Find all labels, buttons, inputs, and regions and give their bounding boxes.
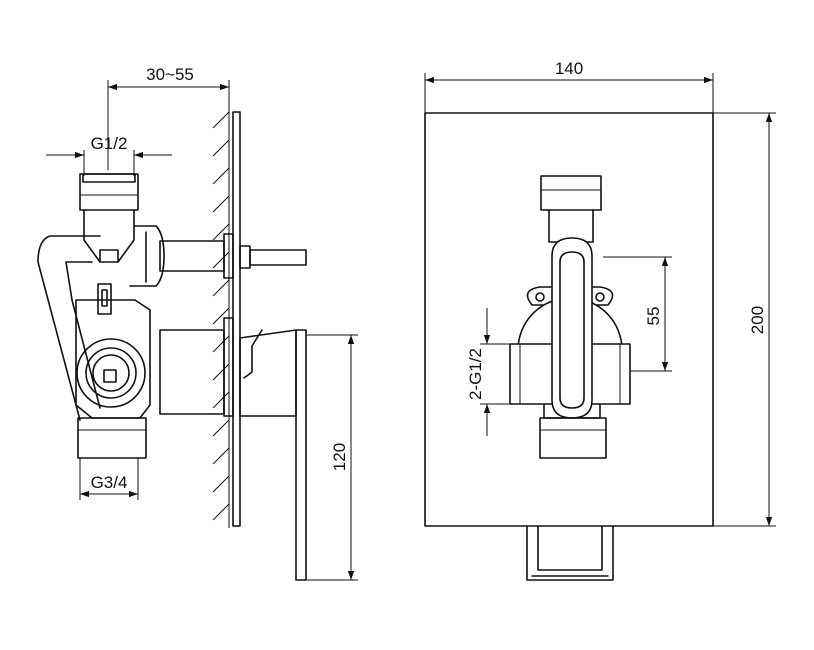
dim-port-thread: 2-G1/2 (466, 308, 512, 436)
dim-lever-length: 120 (306, 334, 358, 581)
dim-port-thread-label: 2-G1/2 (466, 348, 485, 400)
dim-outlet-thread-label: G3/4 (91, 473, 128, 492)
dim-depth-label: 30~55 (146, 65, 194, 84)
dim-port-spacing: 55 (603, 256, 672, 372)
dim-plate-height-label: 200 (748, 306, 767, 334)
dim-inlet-thread: G1/2 (46, 134, 172, 176)
front-view: 140 200 55 2-G1/2 (424, 59, 776, 581)
outlet-port-circle (76, 338, 146, 408)
lever-handle-side (159, 317, 307, 581)
valve-body-front (509, 175, 631, 459)
lever-handle-front (526, 525, 614, 581)
dim-outlet-thread: G3/4 (79, 458, 139, 500)
dim-plate-height: 200 (713, 112, 776, 527)
valve-body-side (37, 173, 165, 459)
dim-inlet-thread-label: G1/2 (91, 134, 128, 153)
side-view: 30~55 G1/2 G3/4 120 (37, 65, 358, 581)
cover-plate-side (232, 111, 241, 527)
dim-plate-width: 140 (424, 59, 714, 113)
dim-depth: 30~55 (107, 65, 230, 170)
dim-port-spacing-label: 55 (644, 307, 663, 326)
diverter-knob (159, 233, 307, 279)
dim-lever-length-label: 120 (330, 443, 349, 471)
cover-plate-front (424, 112, 714, 527)
dim-plate-width-label: 140 (555, 59, 583, 78)
